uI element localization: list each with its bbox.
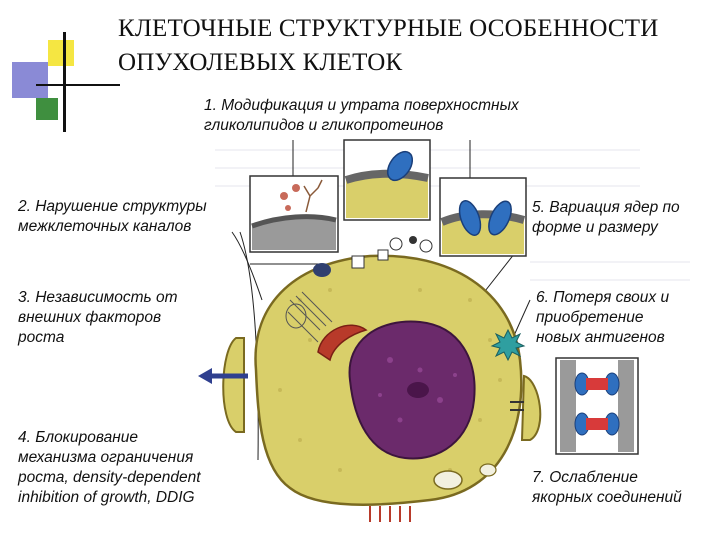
vesicle bbox=[479, 463, 497, 477]
deco-square-green bbox=[36, 98, 58, 120]
deco-line-horizontal bbox=[36, 84, 120, 86]
title-line-2: ОПУХОЛЕВЫХ КЛЕТОК bbox=[118, 49, 403, 76]
growth-factor-molecules bbox=[313, 236, 433, 277]
neighbor-cell-left bbox=[198, 337, 248, 433]
label-nuclear-variation: 5. Вариация ядер по форме и размеру bbox=[532, 198, 680, 238]
label-3-line-2: внешних факторов bbox=[18, 309, 162, 326]
label-3-line-1: 3. Независимость от bbox=[18, 289, 178, 306]
label-5-line-2: форме и размеру bbox=[532, 219, 658, 236]
slide-title: КЛЕТОЧНЫЕ СТРУКТУРНЫЕ ОСОБЕННОСТИ ОПУХОЛ… bbox=[118, 12, 718, 80]
deco-square-yellow bbox=[48, 40, 74, 66]
label-anchoring-weakening: 7. Ослабление якорных соединений bbox=[532, 468, 682, 508]
label-2-line-1: 2. Нарушение структуры bbox=[18, 198, 207, 215]
vesicle bbox=[433, 470, 463, 490]
title-line-1: КЛЕТОЧНЫЕ СТРУКТУРНЫЕ ОСОБЕННОСТИ bbox=[118, 15, 659, 42]
label-4-line-2: механизма ограничения bbox=[18, 449, 194, 466]
label-7-line-1: 7. Ослабление bbox=[532, 469, 638, 486]
anchoring-junctions-bottom bbox=[369, 506, 411, 522]
golgi-apparatus bbox=[317, 324, 368, 362]
antigen-star-icon bbox=[490, 328, 526, 362]
label-6-line-3: новых антигенов bbox=[536, 329, 665, 346]
deco-square-purple bbox=[12, 62, 48, 98]
label-1-line-1: 1. Модификация и утрата поверхностных bbox=[204, 97, 519, 114]
cytoskeleton-filaments bbox=[287, 291, 333, 343]
nucleolus bbox=[407, 382, 429, 398]
label-4-line-4: inhibition of growth, DDIG bbox=[18, 489, 195, 506]
label-1-line-2: гликолипидов и гликопротеинов bbox=[204, 117, 444, 134]
inset-glycolipids bbox=[249, 175, 339, 253]
label-6-line-2: приобретение bbox=[536, 309, 644, 326]
label-5-line-1: 5. Вариация ядер по bbox=[532, 199, 680, 216]
label-antigen-change: 6. Потеря своих и приобретение новых ант… bbox=[536, 288, 669, 348]
label-4-line-3: роста, density-dependent bbox=[18, 469, 201, 486]
neighbor-cell-right bbox=[510, 374, 542, 441]
inset-membrane-proteins bbox=[439, 177, 527, 257]
label-2-line-2: межклеточных каналов bbox=[18, 218, 192, 235]
label-4-line-1: 4. Блокирование bbox=[18, 429, 139, 446]
chromatin-texture bbox=[378, 357, 457, 423]
label-6-line-1: 6. Потеря своих и bbox=[536, 289, 670, 306]
label-intercellular-channels: 2. Нарушение структуры межклеточных кана… bbox=[18, 197, 207, 237]
label-3-line-3: роста bbox=[18, 329, 65, 346]
label-surface-glycolipids: 1. Модификация и утрата поверхностных гл… bbox=[204, 96, 519, 136]
inset-anchoring-junctions bbox=[555, 357, 639, 455]
deco-line-vertical bbox=[63, 32, 66, 132]
label-ddig-blocking: 4. Блокирование механизма ограничения ро… bbox=[18, 428, 201, 508]
inset-surface-protein bbox=[343, 139, 431, 221]
label-growth-factor-independence: 3. Независимость от внешних факторов рос… bbox=[18, 288, 178, 348]
label-7-line-2: якорных соединений bbox=[532, 489, 682, 506]
